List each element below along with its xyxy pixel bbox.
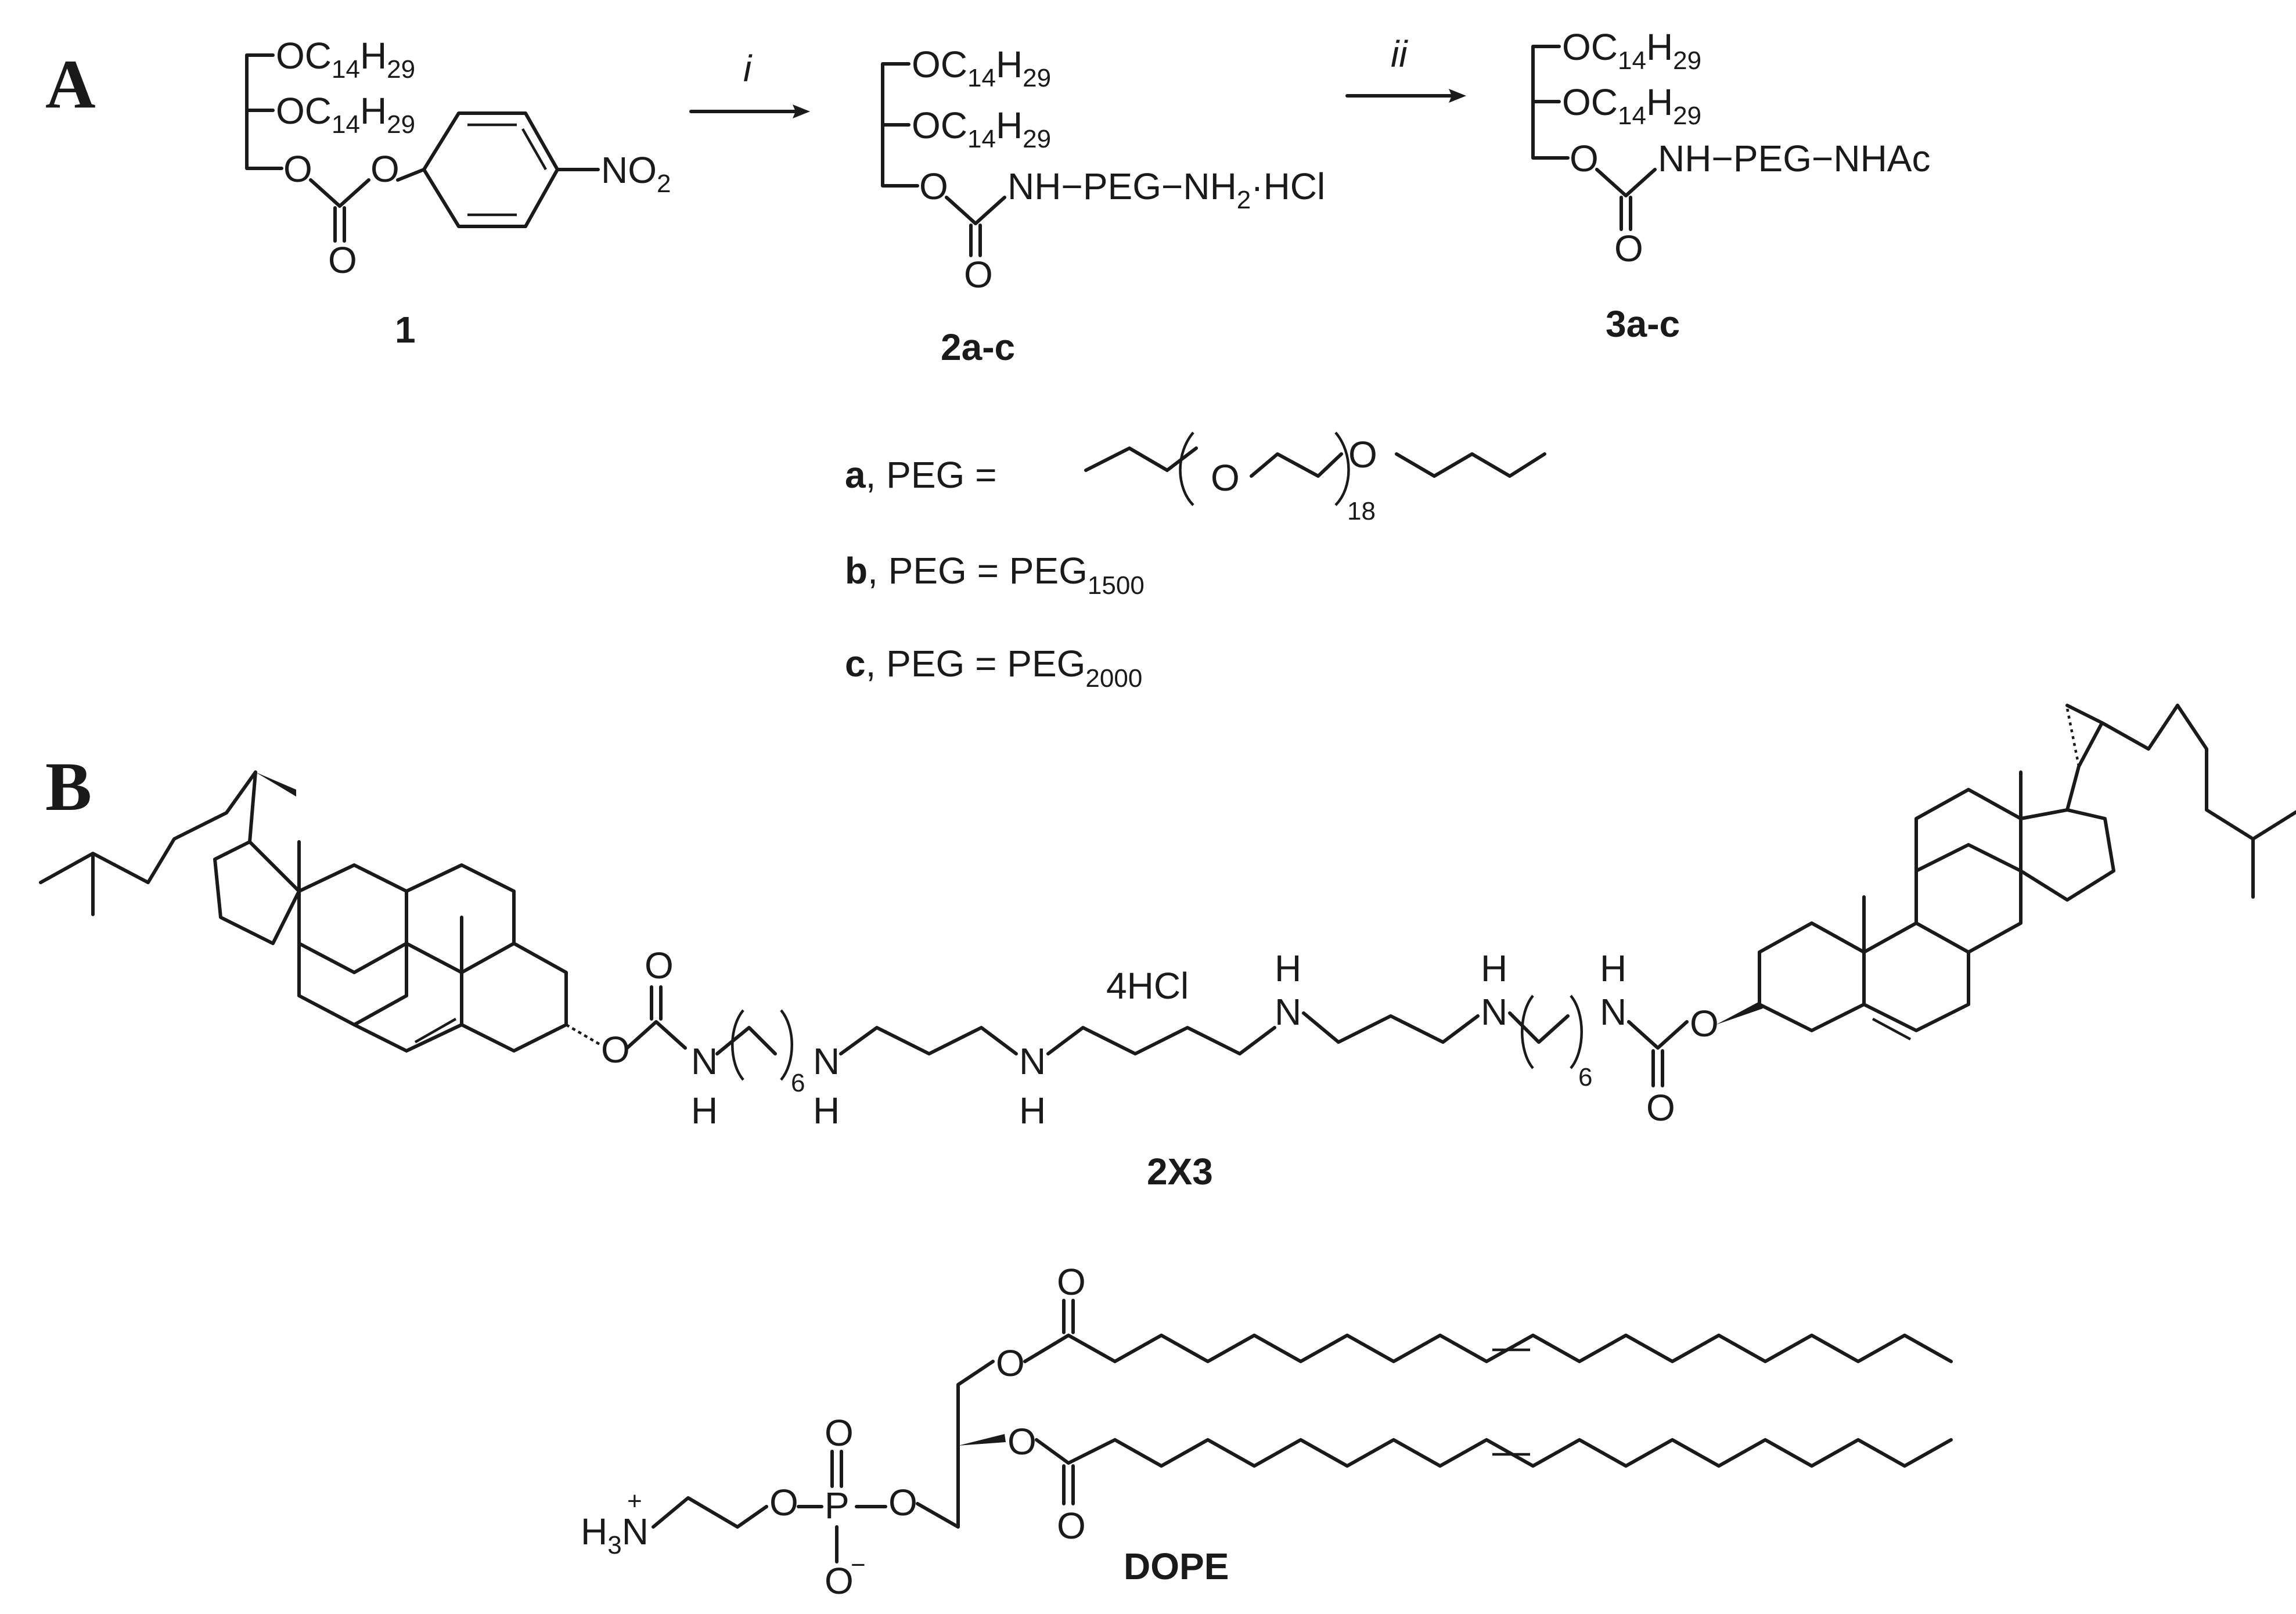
reagent-label-ii: ii <box>1391 33 1408 75</box>
compound-label-3a-c: 3a-c <box>1606 303 1680 345</box>
variant-letter-c: c <box>845 643 866 684</box>
panel-label-a: A <box>45 45 96 123</box>
hcl-salt-label: 4HCl <box>1106 965 1189 1007</box>
compound-2x3-structure: O O N H 6 N H N H N H N H 6 N H O O <box>39 704 2296 1193</box>
svg-text:NO2: NO2 <box>601 149 671 198</box>
aryl-oxygen: O <box>370 148 400 190</box>
ester-oxygen: O <box>919 165 948 207</box>
carbonyl-oxygen: O <box>1646 1087 1675 1129</box>
compound-label-2x3: 2X3 <box>1147 1151 1213 1193</box>
ester-oxygen: O <box>996 1342 1025 1384</box>
peg-definition-a: , PEG = <box>866 454 997 496</box>
hydrogen: H <box>691 1090 718 1132</box>
compound-label-2a-c: 2a-c <box>941 326 1015 368</box>
phosphate-oxygen: O <box>825 1412 854 1454</box>
reaction-arrow-i: i <box>689 48 810 118</box>
chain-label: OC <box>912 44 967 85</box>
peg-oxygen: O <box>1211 457 1240 499</box>
carbonyl-oxygen: O <box>964 254 993 296</box>
variant-letter-b: b <box>845 550 868 592</box>
svg-text:OC14H29: OC14H29 <box>1562 26 1701 75</box>
peg-oxygen: O <box>1348 434 1377 475</box>
peg-definitions: a, PEG = O O 18 b, PEG = PEG1500 c, PEG … <box>845 431 1546 693</box>
svg-text:b, PEG = PEG1500: b, PEG = PEG1500 <box>845 550 1145 600</box>
compound-label-dope: DOPE <box>1124 1545 1229 1587</box>
carbonyl-oxygen: O <box>328 239 357 281</box>
compound-3a-c-structure: OC14H29 OC14H29 O O NH−PEG−NHAc 3a-c <box>1531 26 1930 345</box>
svg-text:c, PEG = PEG2000: c, PEG = PEG2000 <box>845 643 1142 693</box>
compound-2a-c-structure: OC14H29 OC14H29 O O NH−PEG−NH2·HCl 2a-c <box>881 44 1325 368</box>
ester-oxygen: O <box>1007 1421 1037 1462</box>
reagent-label-i: i <box>743 48 753 89</box>
reaction-arrow-ii: ii <box>1345 33 1466 103</box>
svg-text:a, PEG =: a, PEG = <box>845 454 996 496</box>
svg-text:OC14H29: OC14H29 <box>1562 81 1701 130</box>
svg-text:OC14H29: OC14H29 <box>276 35 415 84</box>
negative-charge: − <box>851 1551 866 1579</box>
compound-label-1: 1 <box>395 309 416 351</box>
repeat-count: 6 <box>1578 1063 1592 1091</box>
ester-oxygen: O <box>283 148 312 190</box>
nitrogen: N <box>1275 991 1301 1033</box>
positive-charge: + <box>627 1487 642 1515</box>
peg-acetamide-tail: NH−PEG−NHAc <box>1658 138 1930 179</box>
chain-label: OC <box>912 105 967 146</box>
nitrogen: N <box>1019 1040 1046 1082</box>
nitrogen: N <box>813 1040 840 1082</box>
ester-oxygen: O <box>1570 138 1599 179</box>
hydrogen: H <box>1275 947 1301 989</box>
nitro-group: NO <box>601 149 657 191</box>
glycerol-oxygen: O <box>888 1482 917 1523</box>
chain-label: OC <box>276 90 332 132</box>
svg-text:OC14H29: OC14H29 <box>276 90 415 139</box>
ammonium-group: H <box>581 1511 607 1552</box>
hydrogen: H <box>1481 947 1507 989</box>
carbonyl-oxygen: O <box>645 945 674 986</box>
phosphate-oxygen: O <box>825 1560 854 1602</box>
peg-definition-c: , PEG = PEG <box>866 643 1086 684</box>
nitrogen: N <box>1481 991 1507 1033</box>
dope-structure: H3N + O P O O − O O O O O DOPE <box>581 1261 1953 1602</box>
chain-label: OC <box>1562 26 1618 68</box>
variant-letter-a: a <box>845 454 866 496</box>
svg-text:OC14H29: OC14H29 <box>912 44 1051 92</box>
svg-text:OC14H29: OC14H29 <box>912 105 1051 153</box>
hydrogen: H <box>813 1090 840 1132</box>
compound-1-structure: OC14H29 OC14H29 O O O NO2 1 <box>245 35 671 351</box>
repeat-count: 18 <box>1347 497 1376 525</box>
svg-text:NH−PEG−NH2·HCl: NH−PEG−NH2·HCl <box>1007 165 1325 214</box>
nitrogen: N <box>691 1040 718 1082</box>
phosphorus: P <box>825 1485 850 1526</box>
svg-text:H3N: H3N <box>581 1511 649 1559</box>
carbonyl-oxygen: O <box>1057 1261 1086 1303</box>
chain-label: OC <box>276 35 332 77</box>
ether-oxygen: O <box>769 1482 798 1523</box>
carbonyl-oxygen: O <box>1614 228 1643 269</box>
ester-oxygen: O <box>1690 1003 1719 1044</box>
carbonyl-oxygen: O <box>1057 1505 1086 1547</box>
hydrogen: H <box>1019 1090 1046 1132</box>
peg-definition-b: , PEG = PEG <box>868 550 1088 592</box>
hydrogen: H <box>1600 947 1626 989</box>
peg-amine-tail: NH−PEG−NH <box>1007 165 1237 207</box>
ester-oxygen: O <box>601 1029 630 1071</box>
repeat-count: 6 <box>791 1069 805 1097</box>
nitrogen: N <box>1600 991 1626 1033</box>
panel-label-b: B <box>45 748 92 825</box>
chain-label: OC <box>1562 81 1618 123</box>
